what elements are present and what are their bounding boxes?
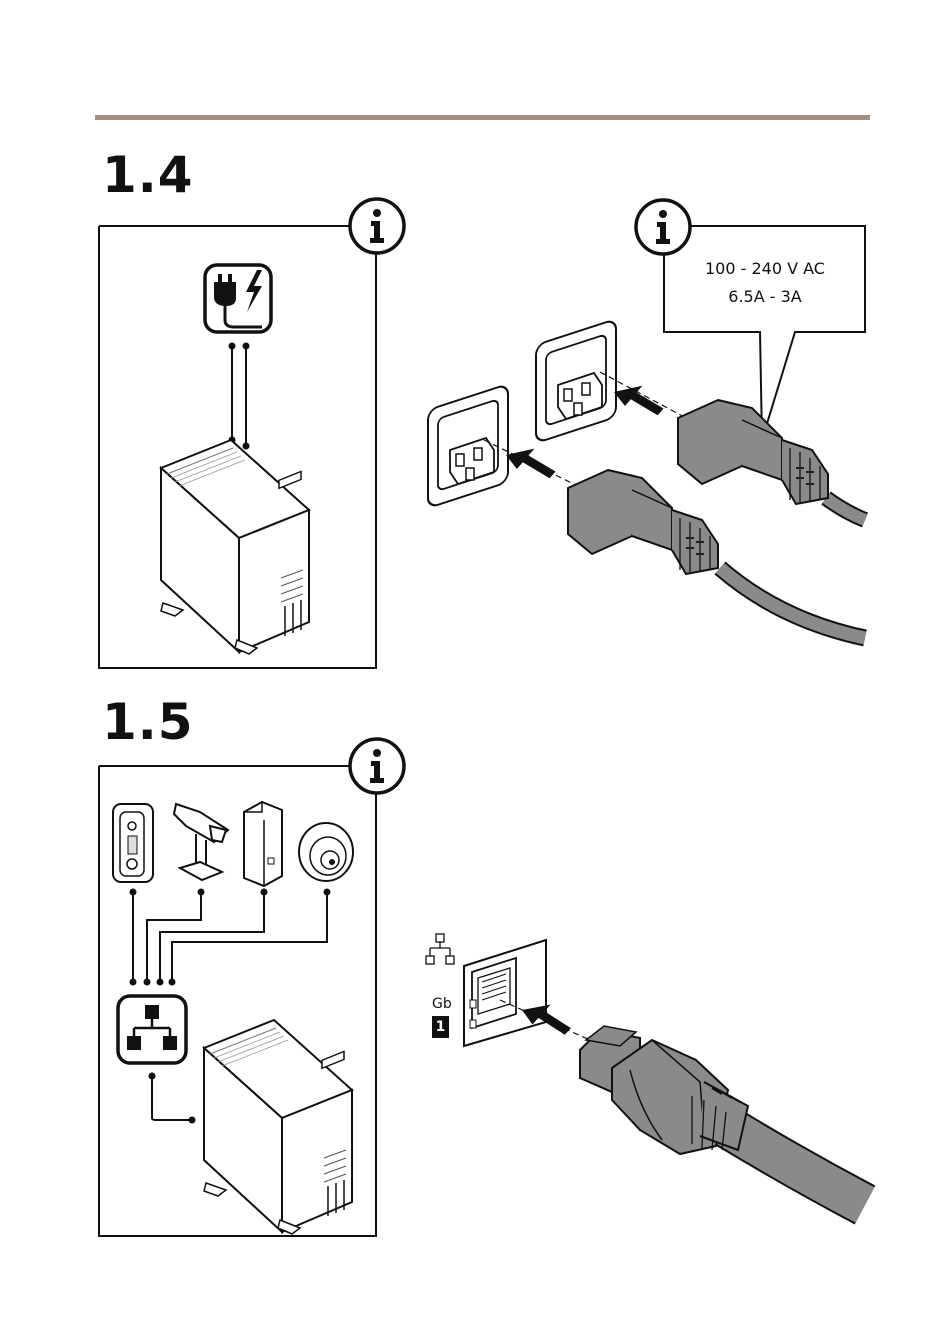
arrow-icon-2 — [503, 442, 560, 479]
server-icon — [161, 440, 309, 654]
network-icon — [118, 996, 186, 1063]
camera-icon — [174, 804, 228, 880]
power-plug-icon — [205, 265, 271, 332]
port-speed-label: Gb — [432, 996, 452, 1012]
ethernet-port — [464, 940, 546, 1046]
power-cord-2 — [568, 470, 718, 574]
info-icon-spec — [636, 200, 690, 254]
ethernet-plug — [580, 1026, 748, 1154]
current-spec: 6.5A - 3A — [664, 287, 866, 306]
port-number-badge: 1 — [432, 1016, 449, 1038]
info-icon — [350, 199, 404, 253]
voltage-spec: 100 - 240 V AC — [664, 259, 866, 278]
info-icon-network — [350, 739, 404, 793]
arrow-icon — [611, 379, 668, 416]
port-network-icon — [426, 934, 454, 964]
power-inlet-1 — [536, 319, 616, 443]
server-icon-2 — [204, 1020, 352, 1234]
encoder-icon — [244, 802, 282, 886]
dome-camera-icon — [299, 823, 353, 881]
intercom-icon — [113, 804, 153, 882]
power-cord-1 — [678, 400, 828, 504]
